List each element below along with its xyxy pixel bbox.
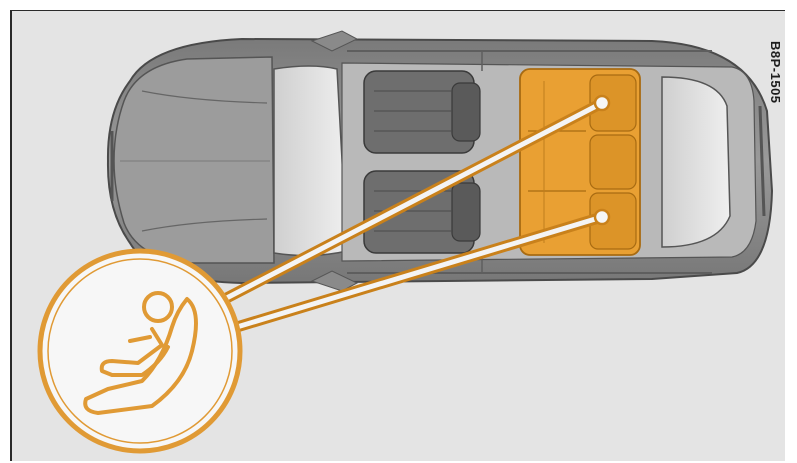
front-seat-left: [364, 71, 480, 153]
diagram-frame: B8P-1505: [10, 10, 785, 461]
car-top-view-illustration: [12, 11, 785, 461]
figure-code-label: B8P-1505: [768, 41, 783, 104]
child-seat-icon: [40, 251, 240, 451]
